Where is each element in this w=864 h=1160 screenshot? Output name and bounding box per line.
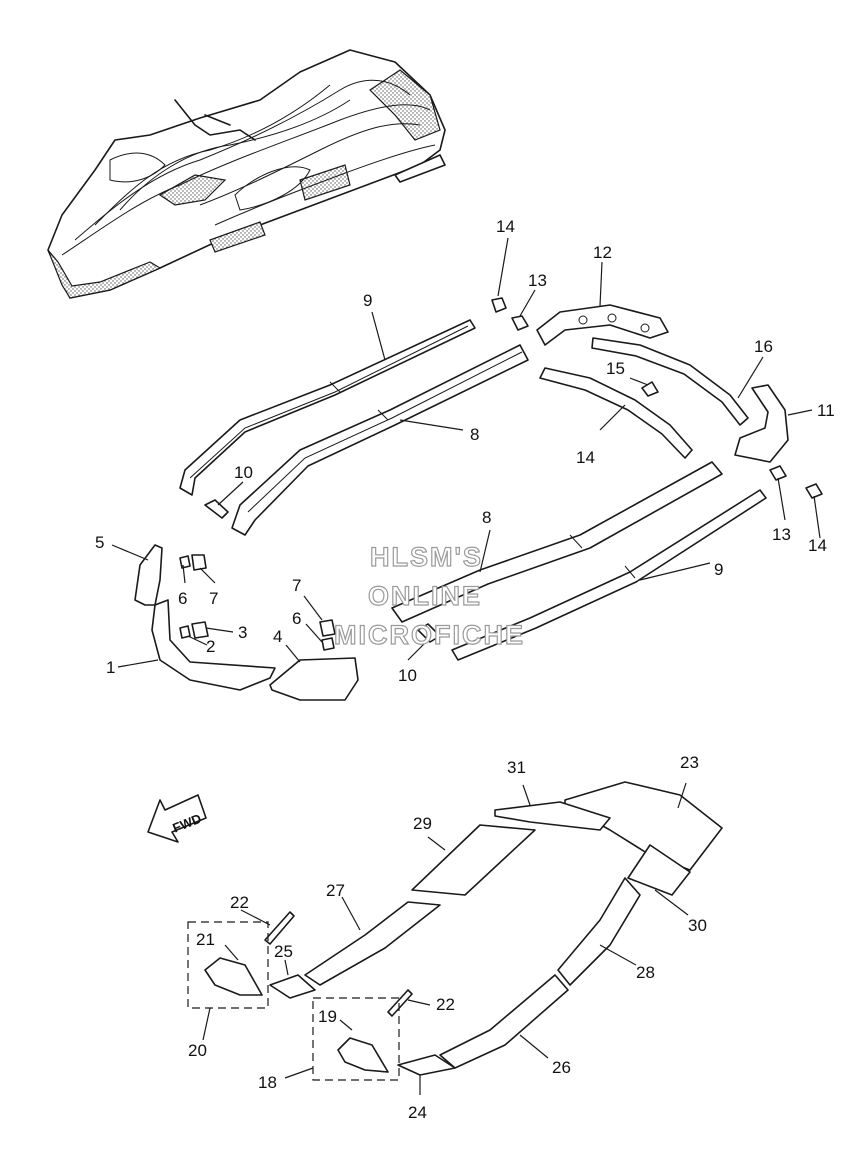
callout-14-lower: 14: [808, 536, 827, 555]
part-28-mat: [557, 877, 641, 986]
watermark-line-1: HLSM'S: [370, 542, 483, 572]
part-14-cap-lower: [805, 483, 823, 499]
callout-8-upper: 8: [470, 425, 479, 444]
part-8-right-rail: [391, 461, 723, 623]
callout-25: 25: [274, 942, 293, 961]
part-13-screw-upper: [511, 315, 529, 331]
callout-8-lower: 8: [482, 508, 491, 527]
callout-4: 4: [273, 627, 282, 646]
part-10-bolt-left: [204, 499, 229, 519]
callout-30: 30: [688, 916, 707, 935]
part-26-mat: [439, 974, 569, 1069]
callout-31: 31: [507, 758, 526, 777]
callout-15: 15: [606, 359, 625, 378]
part-5-bracket: [134, 544, 163, 606]
fwd-arrow: FWD: [147, 794, 207, 843]
upper-trim-parts: [134, 297, 823, 701]
callout-29: 29: [413, 814, 432, 833]
callout-5: 5: [95, 533, 104, 552]
part-7-nut-center: [319, 619, 336, 637]
callout-28: 28: [636, 963, 655, 982]
part-10-bolt-right: [417, 623, 441, 643]
part-24-mat: [397, 1054, 456, 1076]
part-15-screw: [641, 381, 659, 397]
callout-16: 14: [576, 448, 595, 467]
part-2-washer: [179, 625, 191, 639]
part-21-clip: [204, 957, 263, 996]
callout-21: 21: [196, 930, 215, 949]
part-11-corner-trim: [734, 384, 789, 463]
callout-1: 1: [106, 658, 115, 677]
part-22-pin-upper: [264, 911, 295, 945]
callout-6-center: 6: [292, 609, 301, 628]
part-6-washer-center: [321, 637, 335, 651]
callout-6-left: 6: [178, 589, 187, 608]
callout-2: 2: [206, 637, 215, 656]
callout-23: 23: [680, 753, 699, 772]
callout-9-lower: 9: [714, 560, 723, 579]
part-14-cap-upper: [491, 297, 507, 313]
callout-11: 11: [817, 401, 835, 420]
watercraft-overview: [47, 49, 446, 299]
callout-13-lower: 13: [772, 525, 791, 544]
part-27-mat: [304, 901, 441, 986]
part-12-rear-trim: [536, 304, 669, 346]
callout-20: 20: [188, 1041, 207, 1060]
callout-19: 19: [318, 1007, 337, 1026]
callout-22-upper: 22: [230, 893, 249, 912]
watermark: HLSM'S ONLINE MICROFICHE: [333, 541, 525, 650]
callout-10-lower: 10: [398, 666, 417, 685]
callout-7-left: 7: [209, 589, 218, 608]
part-7-nut-left: [191, 554, 207, 571]
callout-7-center: 7: [292, 576, 301, 595]
part-29-mat: [411, 824, 536, 896]
part-4-cover: [269, 657, 359, 701]
group-box-20: [187, 921, 269, 1009]
part-13-screw-lower: [769, 465, 787, 481]
callout-13-upper: 13: [528, 271, 547, 290]
group-box-18: [312, 997, 400, 1081]
callout-18: 18: [258, 1073, 277, 1092]
callout-14-upper: 14: [496, 217, 515, 236]
callout-10-upper: 10: [234, 463, 253, 482]
callout-labels: 9 8 14 13 12 16 15 11 14 10 13 14 8 5 9 …: [95, 217, 835, 1122]
callout-27: 27: [326, 881, 345, 900]
callout-26: 26: [552, 1058, 571, 1077]
callout-3: 3: [238, 623, 247, 642]
part-22-pin-lower: [387, 989, 413, 1017]
part-9-right-rail: [451, 489, 767, 661]
part-31-mat: [494, 801, 611, 831]
callout-17: 16: [754, 337, 773, 356]
part-17-curved-rail: [591, 337, 749, 426]
part-16-curved-rail: [539, 367, 693, 459]
part-25-mat: [269, 974, 316, 999]
part-6-washer-left: [179, 555, 191, 569]
part-19-clip: [337, 1037, 389, 1073]
callout-24: 24: [408, 1103, 427, 1122]
part-3-nut: [191, 621, 209, 639]
part-8-left-rail: [231, 344, 529, 536]
leader-lines: [111, 237, 821, 1095]
part-30-mat: [627, 844, 691, 896]
callout-9-upper: 9: [363, 291, 372, 310]
part-1-bow-trim: [151, 599, 276, 691]
callout-22-lower: 22: [436, 995, 455, 1014]
watermark-line-3: MICROFICHE: [334, 620, 525, 650]
watermark-line-2: ONLINE: [368, 581, 482, 611]
callout-12: 12: [593, 243, 612, 262]
mat-pads: [187, 781, 723, 1081]
